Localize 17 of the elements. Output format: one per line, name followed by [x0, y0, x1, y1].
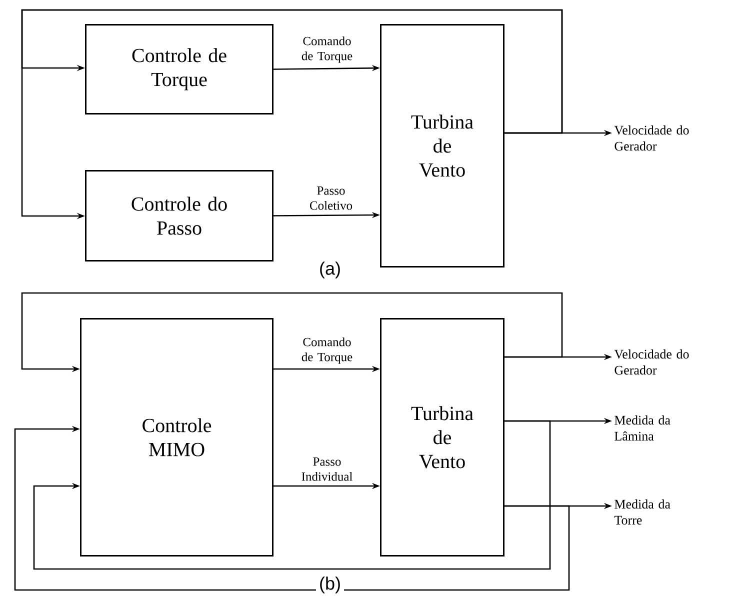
edge-label: Passo Individual	[302, 457, 352, 481]
signal-label: Velocidade do Gerador	[614, 349, 689, 375]
process-box: Turbina de Vento	[380, 24, 504, 268]
panel-label: (b)	[316, 574, 344, 596]
edge-label: Comando de Torque	[302, 337, 352, 364]
signal-label: Velocidade do Gerador	[614, 125, 689, 151]
signal-label: Medida da Torre	[614, 499, 670, 525]
process-box: Turbina de Vento	[380, 318, 504, 556]
panel-label: (a)	[316, 258, 344, 282]
edge-label: Passo Coletivo	[310, 186, 352, 210]
process-box: Controle MIMO	[80, 318, 274, 556]
feedback-arrow	[33, 420, 551, 570]
process-box: Controle do Passo	[85, 170, 274, 262]
feedback-arrow	[14, 426, 570, 591]
signal-label: Medida da Lâmina	[614, 415, 670, 441]
process-box: Controle de Torque	[85, 24, 274, 114]
edge-label: Comando de Torque	[302, 36, 352, 63]
